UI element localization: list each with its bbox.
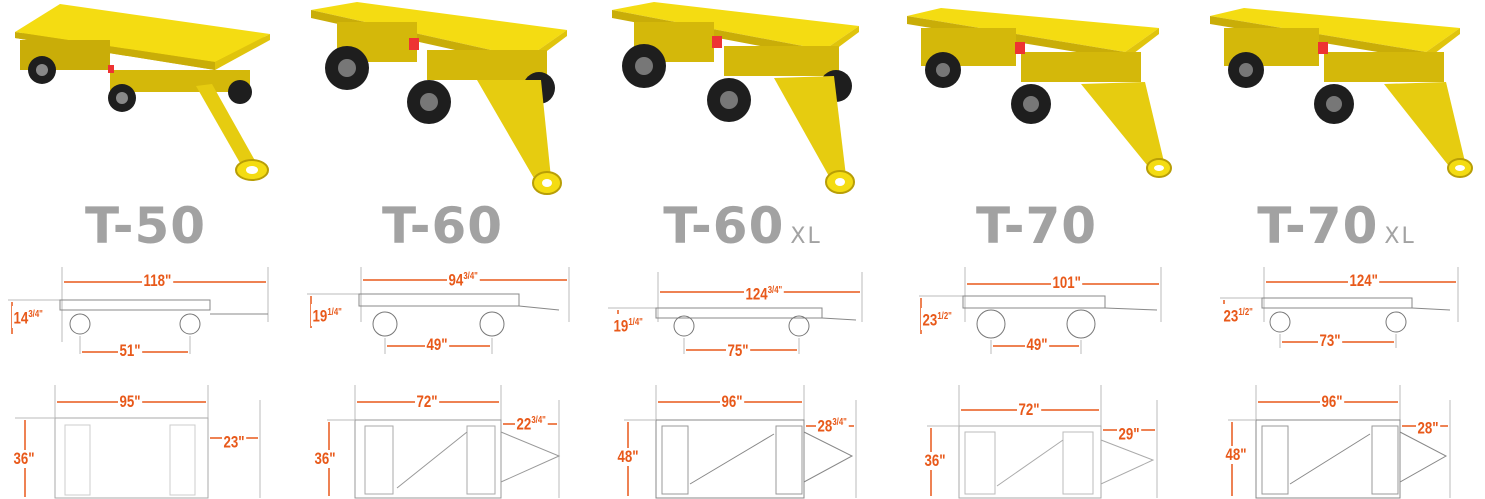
tongue-dimension: 28": [1416, 416, 1441, 438]
model-title: T-70: [891, 196, 1188, 267]
tongue-dimension: 223/4": [515, 412, 548, 434]
length-dimension: 101": [1051, 273, 1083, 292]
top-width-dimension: 48": [1224, 445, 1249, 464]
wheelbase-dimension: 73": [1318, 331, 1343, 350]
top-length-dimension: 96": [720, 392, 745, 411]
tongue-dimension: 29": [1117, 422, 1142, 444]
tongue-dimension: 23": [222, 430, 247, 452]
cart-image: [612, 2, 859, 194]
model-column-t50: T-50 118" 143/4" 51" 95" 36" 23: [0, 0, 297, 499]
height-dimension: 191/4": [311, 304, 344, 326]
length-dimension: 118": [142, 271, 173, 290]
cart-image: [311, 2, 567, 195]
model-column-t60: T-60 943/4" 191/4" 49": [297, 0, 594, 499]
cart-image: [1210, 8, 1473, 178]
wheelbase-dimension: 51": [118, 341, 143, 360]
model-name: T-60: [381, 197, 504, 255]
top-view-drawing: [327, 385, 561, 499]
top-width-dimension: 36": [313, 449, 338, 468]
top-width-dimension: 36": [12, 449, 37, 468]
top-length-dimension: 95": [118, 392, 143, 411]
top-width-dimension: 36": [923, 451, 948, 470]
model-name: T-50: [84, 197, 207, 255]
tongue-dimension: 283/4": [816, 414, 849, 436]
model-suffix: XL: [790, 224, 822, 249]
height-dimension: 231/2": [1222, 304, 1255, 326]
model-name: T-60: [663, 197, 785, 255]
wheelbase-dimension: 49": [1025, 335, 1050, 354]
model-column-t70: T-70 101" 231/2" 49": [891, 0, 1188, 499]
top-width-dimension: 48": [616, 447, 641, 466]
top-length-dimension: 72": [1017, 400, 1042, 419]
cart-image: [907, 8, 1172, 178]
height-dimension: 231/2": [921, 308, 954, 330]
top-view-drawing: [927, 385, 1158, 499]
model-title: T-60: [297, 196, 594, 267]
length-dimension: 124": [1348, 271, 1380, 290]
length-dimension: 1243/4": [744, 282, 784, 304]
height-dimension: 143/4": [12, 306, 45, 328]
model-name: T-70: [1257, 197, 1379, 255]
height-dimension: 191/4": [612, 314, 645, 336]
top-length-dimension: 96": [1320, 392, 1345, 411]
top-view-drawing: [15, 385, 261, 499]
wheelbase-dimension: 49": [425, 335, 450, 354]
model-name: T-70: [975, 197, 1098, 255]
cart-image: [15, 4, 270, 181]
model-title: T-50: [0, 196, 297, 267]
model-suffix: XL: [1384, 224, 1416, 249]
top-length-dimension: 72": [415, 392, 440, 411]
wheelbase-dimension: 75": [726, 341, 751, 360]
length-dimension: 943/4": [447, 268, 480, 290]
